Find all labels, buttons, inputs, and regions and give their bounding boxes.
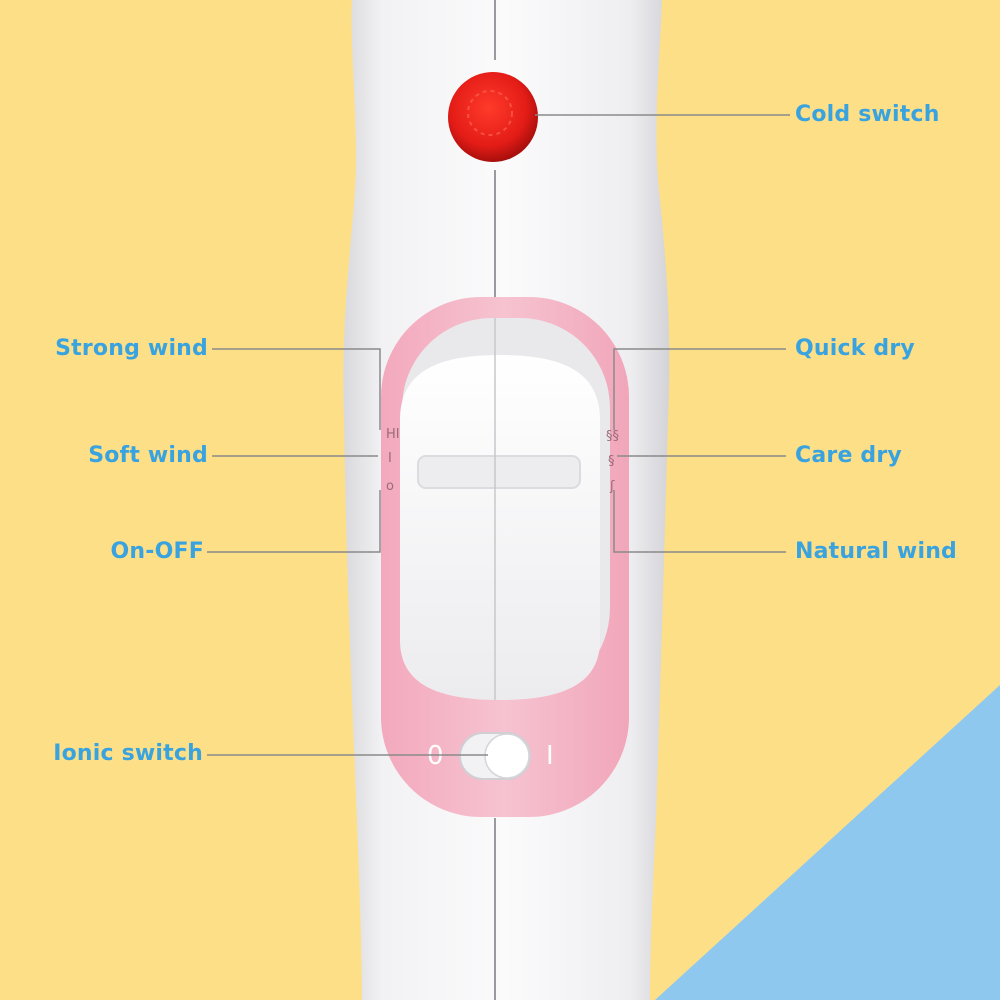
soft-wind-label: Soft wind: [88, 443, 208, 468]
strong-wind-leader-line: [212, 348, 381, 430]
quick-dry-label: Quick dry: [795, 336, 915, 361]
slider-grip-ridge: [417, 455, 581, 489]
ionic-switch-knob[interactable]: [484, 733, 530, 779]
natural-wind-icon: ʃ: [609, 479, 615, 494]
leader-lines: [207, 114, 790, 756]
cold-switch-label: Cold switch: [795, 102, 940, 127]
blue-background-corner: [655, 685, 1000, 1000]
care-dry-label: Care dry: [795, 443, 902, 468]
ionic-switch-on-mark: I: [546, 741, 554, 771]
on-off-label: On-OFF: [110, 539, 204, 564]
cold-switch-snowflake-icon: [467, 90, 513, 136]
soft-wind-mark-icon: I: [388, 451, 392, 466]
care-dry-heat-icon: §: [608, 454, 615, 469]
ionic-switch-label: Ionic switch: [53, 741, 203, 766]
mode-slider-knob[interactable]: [400, 355, 600, 700]
natural-wind-leader-line: [613, 490, 786, 553]
on-off-leader-line: [207, 490, 381, 553]
cold-switch-button[interactable]: [448, 72, 538, 162]
strong-wind-mark-icon: HI: [386, 427, 400, 442]
strong-wind-label: Strong wind: [55, 336, 208, 361]
quick-dry-heat-icon: §§: [606, 429, 619, 444]
ionic-switch-off-mark: 0: [427, 741, 444, 771]
natural-wind-label: Natural wind: [795, 539, 958, 564]
quick-dry-leader-line: [613, 348, 786, 430]
off-mark-icon: o: [386, 479, 394, 494]
